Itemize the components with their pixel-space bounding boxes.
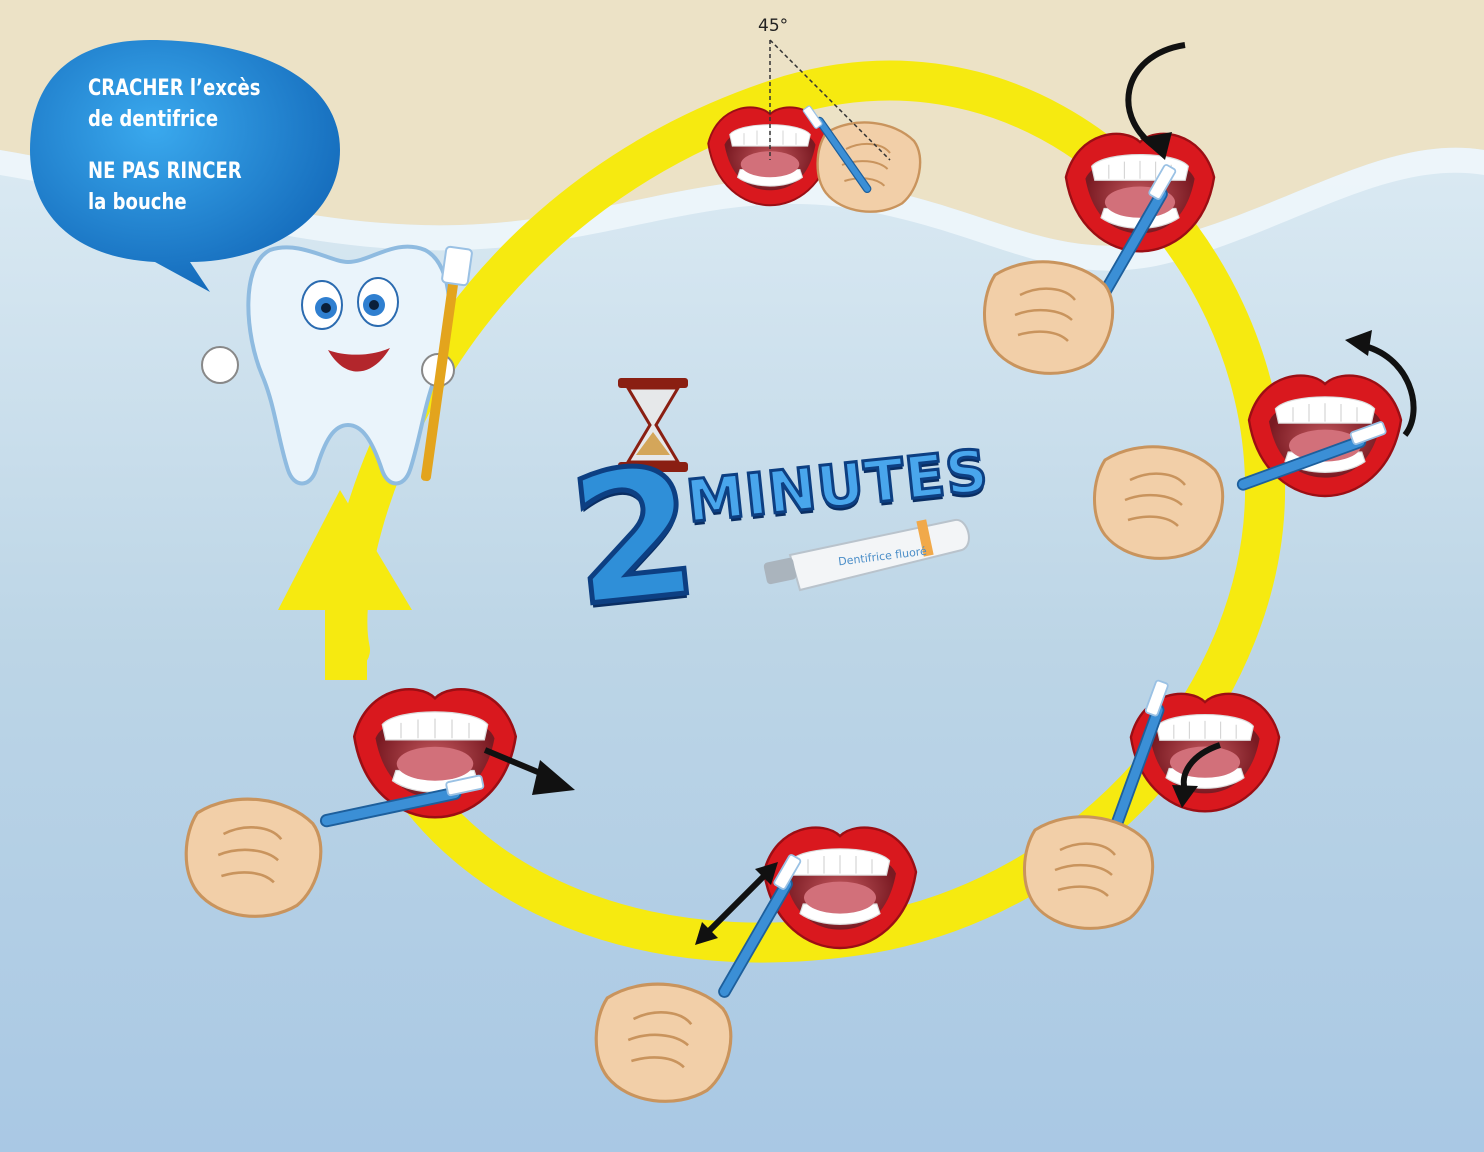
bubble-line-mouth: la bouche — [88, 188, 187, 218]
bubble-line-toothpaste: de dentifrice — [88, 105, 218, 135]
bubble-line-no-rinse: NE PAS RINCER — [88, 157, 242, 187]
bubble-line-spit: CRACHER l’excès — [88, 74, 261, 104]
water-background — [0, 148, 1484, 1152]
angle-label: 45° — [758, 16, 788, 36]
cycle-arrow-shaft — [325, 600, 367, 680]
